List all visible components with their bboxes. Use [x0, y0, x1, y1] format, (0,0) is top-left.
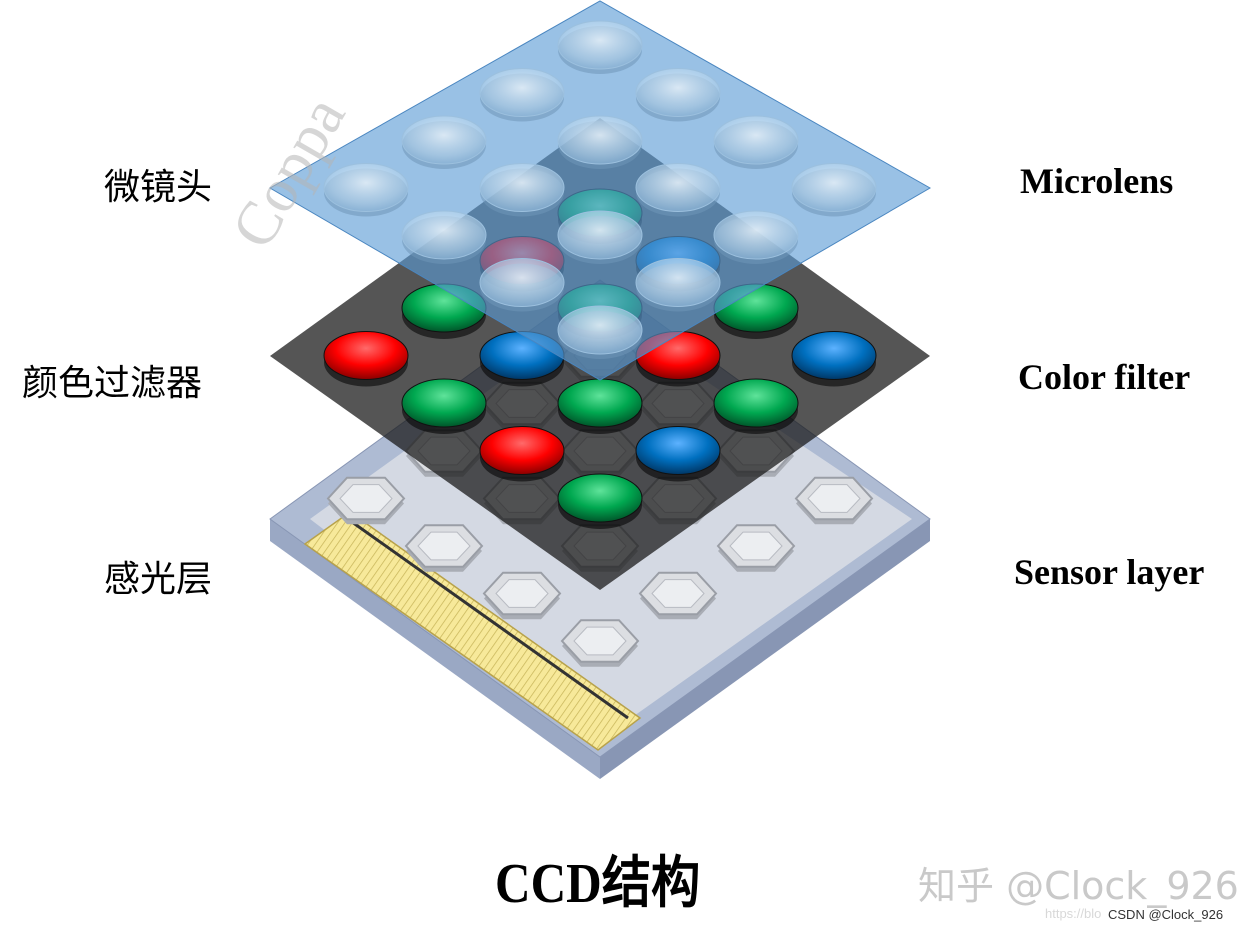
color-filter-label-en: Color filter	[1018, 357, 1191, 397]
microlens-dome	[635, 258, 721, 312]
diagram-title: CCD结构	[495, 853, 701, 915]
url-watermark: https://blo	[1045, 906, 1102, 921]
photodiode-cell	[326, 476, 406, 525]
filter-cell-green	[557, 378, 643, 434]
microlens-dome	[557, 210, 643, 264]
microlens-label-en: Microlens	[1020, 161, 1174, 201]
photodiode-cell	[638, 571, 718, 620]
photodiode-cell	[482, 571, 562, 620]
microlens-dome	[557, 115, 643, 169]
microlens-dome	[713, 115, 799, 169]
photodiode-cell	[404, 524, 484, 572]
filter-cell-green	[557, 473, 643, 529]
microlens-dome	[557, 20, 643, 74]
photodiode-cell	[716, 524, 796, 572]
filter-cell-blue	[791, 331, 877, 387]
filter-cell-red	[323, 331, 409, 387]
filter-cell-red	[479, 426, 565, 482]
microlens-dome	[479, 68, 565, 122]
csdn-watermark: CSDN @Clock_926	[1108, 907, 1224, 922]
photodiode-cell	[560, 619, 640, 667]
microlens-dome	[323, 163, 409, 217]
sensor-layer-label-cn: 感光层	[104, 559, 213, 600]
microlens-dome	[635, 68, 721, 122]
filter-cell-green	[713, 378, 799, 434]
microlens-dome	[479, 163, 565, 217]
microlens-dome	[401, 115, 487, 169]
filter-cell-green	[401, 378, 487, 434]
sensor-layer-label-en: Sensor layer	[1014, 552, 1205, 592]
readout-register-line	[351, 520, 629, 720]
microlens-dome	[791, 163, 877, 217]
microlens-dome	[635, 163, 721, 217]
microlens-plane	[268, 0, 932, 381]
microlens-layer	[268, 0, 932, 381]
readout-register-strip	[303, 511, 642, 751]
microlens-label-cn: 微镜头	[104, 167, 213, 208]
filter-cell-blue	[635, 426, 721, 482]
zhihu-watermark: 知乎 @Clock_926	[918, 864, 1239, 908]
color-filter-label-cn: 颜色过滤器	[22, 363, 203, 404]
sensor-slab-left-side	[270, 519, 600, 779]
microlens-dome	[713, 210, 799, 264]
microlens-dome	[557, 305, 643, 359]
microlens-array	[323, 20, 877, 359]
photodiode-cell	[794, 476, 874, 525]
microlens-dome	[479, 258, 565, 312]
sensor-slab-right-side	[600, 519, 930, 779]
microlens-dome	[401, 210, 487, 264]
